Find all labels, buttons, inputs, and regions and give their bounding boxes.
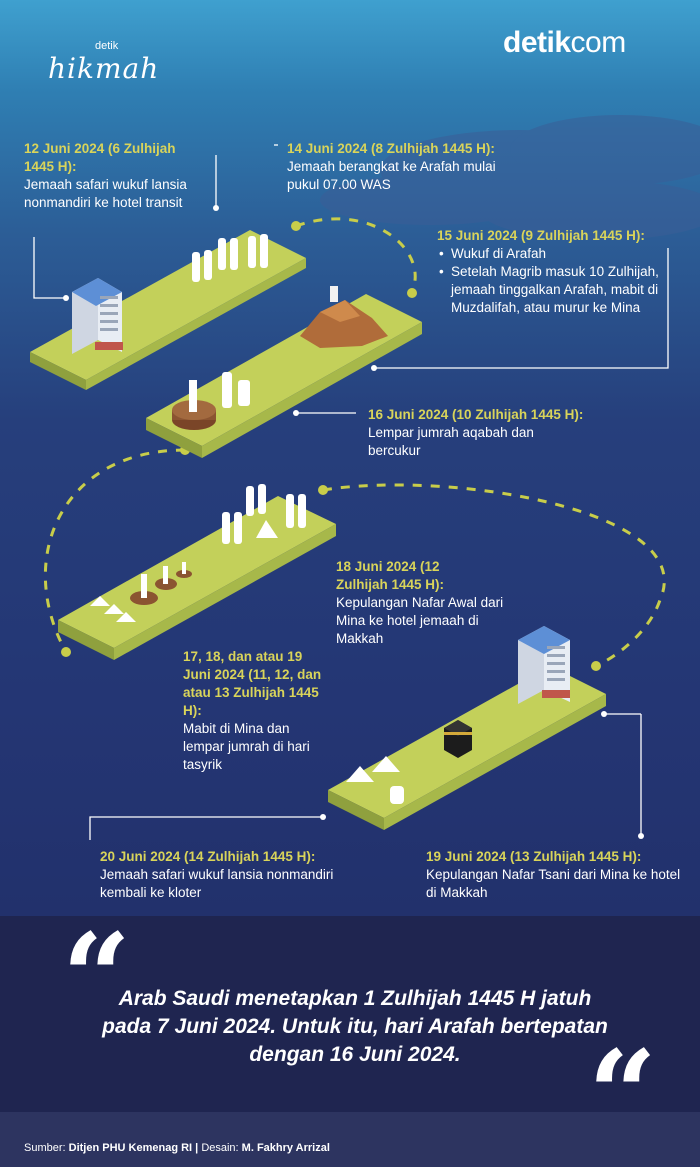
timeline-text: Jemaah safari wukuf lansia nonmandiri ke…	[100, 867, 334, 900]
hikmah-logo: hikmah	[48, 52, 160, 85]
pilgrims-icon	[192, 234, 268, 282]
scene-graphic	[30, 115, 700, 840]
source-name: Ditjen PHU Kemenag RI	[68, 1142, 193, 1154]
quote-panel	[0, 916, 700, 1112]
credit-line: Sumber: Ditjen PHU Kemenag RI | Desain: …	[24, 1142, 330, 1154]
detikcom-logo-suffix: com	[570, 26, 627, 59]
detikcom-logo: detikcom	[503, 26, 626, 60]
detikcom-logo-part: detik	[503, 26, 571, 59]
kaaba-icon	[444, 720, 472, 758]
jumrah-pillars-icon	[130, 562, 192, 605]
timeline-text: Kepulangan Nafar Awal dari Mina ke hotel…	[336, 595, 504, 646]
timeline-date: 18 Juni 2024 (12 Zulhijah 1445 H):	[336, 559, 445, 592]
timeline-text: Jemaah berangkat ke Arafah mulai pukul 0…	[287, 159, 496, 192]
timeline-item-1: 12 Juni 2024 (6 Zulhijah 1445 H): Jemaah…	[24, 140, 199, 212]
timeline-bullets: Wukuf di Arafah Setelah Magrib masuk 10 …	[437, 245, 677, 317]
hotel-icon	[72, 278, 123, 354]
timeline-bullet: Setelah Magrib masuk 10 Zulhijah, jemaah…	[439, 263, 661, 317]
timeline-date: 19 Juni 2024 (13 Zulhijah 1445 H):	[426, 849, 642, 864]
platform-arafah	[146, 286, 422, 458]
credit-separator: |	[195, 1142, 199, 1154]
timeline-text: Kepulangan Nafar Tsani dari Mina ke hote…	[426, 867, 681, 900]
timeline-date: 17, 18, dan atau 19 Juni 2024 (11, 12, d…	[183, 649, 322, 718]
timeline-item-8: 19 Juni 2024 (13 Zulhijah 1445 H): Kepul…	[426, 848, 686, 902]
pilgrims-icon	[222, 484, 306, 544]
platform-hotel-transit	[30, 230, 306, 390]
praying-pilgrim-icon	[390, 786, 404, 804]
timeline-text: Mabit di Mina dan lempar jumrah di hari …	[183, 721, 310, 772]
design-label: Desain:	[201, 1142, 239, 1154]
timeline-date: 12 Juni 2024 (6 Zulhijah 1445 H):	[24, 141, 176, 174]
timeline-item-6: 17, 18, dan atau 19 Juni 2024 (11, 12, d…	[183, 648, 323, 774]
timeline-bullet: Wukuf di Arafah	[439, 245, 677, 263]
detik-small-logo-text: detik	[95, 40, 119, 52]
open-quote-icon: “	[62, 907, 132, 1048]
timeline-date: 14 Juni 2024 (8 Zulhijah 1445 H):	[287, 141, 495, 156]
leader-dots	[63, 205, 644, 839]
platform-mina	[58, 484, 336, 660]
hotel-icon	[518, 626, 570, 704]
designer-name: M. Fakhry Arrizal	[241, 1142, 330, 1154]
path-dots	[61, 221, 601, 671]
tents-icon	[346, 756, 400, 782]
timeline-date: 16 Juni 2024 (10 Zulhijah 1445 H):	[368, 407, 584, 422]
timeline-text: Lempar jumrah aqabah dan bercukur	[368, 425, 534, 458]
tents-icon	[90, 520, 278, 622]
timeline-date: 20 Juni 2024 (14 Zulhijah 1445 H):	[100, 849, 316, 864]
dashed-path	[43, 217, 666, 668]
timeline-date: 15 Juni 2024 (9 Zulhijah 1445 H):	[437, 228, 645, 243]
footer	[0, 1112, 700, 1167]
timeline-item-2: 14 Juni 2024 (8 Zulhijah 1445 H): Jemaah…	[287, 140, 567, 194]
leader-lines	[33, 144, 669, 840]
timeline-item-5: 18 Juni 2024 (12 Zulhijah 1445 H): Kepul…	[336, 558, 516, 648]
quote-text: Arab Saudi menetapkan 1 Zulhijah 1445 H …	[102, 987, 608, 1066]
jumrah-pillar-icon	[172, 380, 216, 430]
platform-makkah	[328, 626, 606, 830]
timeline-item-3: 15 Juni 2024 (9 Zulhijah 1445 H): Wukuf …	[437, 227, 677, 317]
source-label: Sumber:	[24, 1142, 66, 1154]
cloud-layer	[320, 115, 700, 240]
pilgrims-icon	[222, 372, 250, 408]
mount-arafah-icon	[300, 286, 388, 348]
timeline-item-7: 20 Juni 2024 (14 Zulhijah 1445 H): Jemaa…	[100, 848, 370, 902]
timeline-item-4: 16 Juni 2024 (10 Zulhijah 1445 H): Lempa…	[368, 406, 628, 460]
timeline-text: Jemaah safari wukuf lansia nonmandiri ke…	[24, 177, 187, 210]
